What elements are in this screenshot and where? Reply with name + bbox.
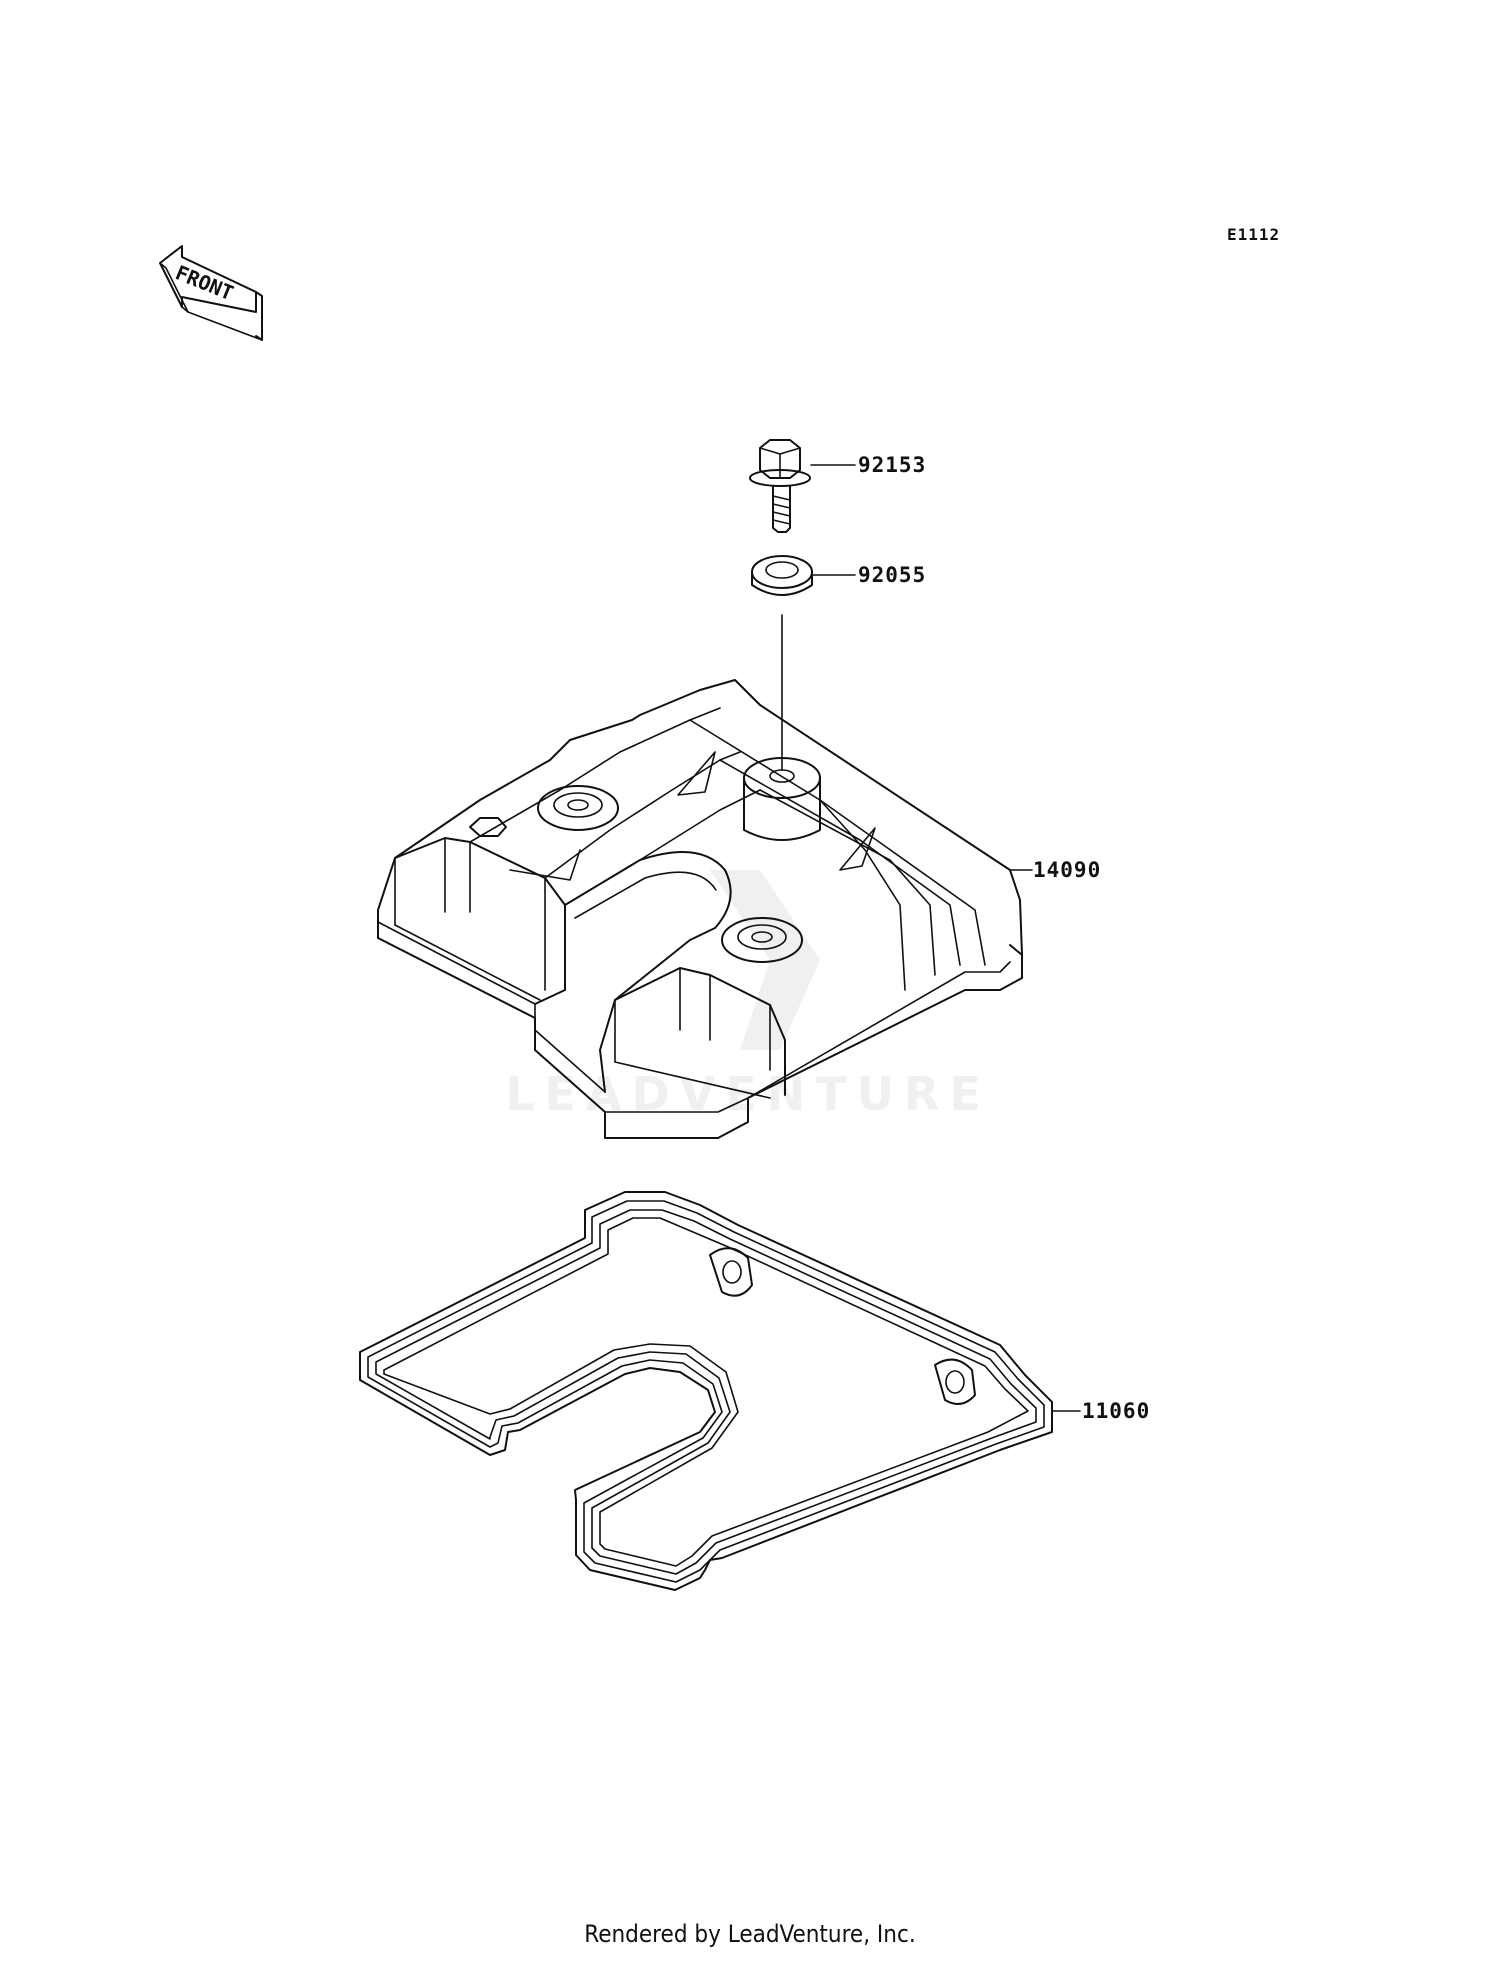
cylinder-head-cover-part [377, 679, 1033, 1139]
washer-part [751, 555, 856, 771]
bolt-part [749, 439, 856, 533]
diagram-code: E1112 [1227, 225, 1280, 244]
part-number-92153: 92153 [858, 453, 926, 477]
part-number-14090: 14090 [1033, 858, 1101, 882]
part-number-92055: 92055 [858, 563, 926, 587]
watermark-logo: LEADVENTURE [505, 870, 981, 1121]
gasket-part [359, 1191, 1081, 1591]
front-arrow-icon: FRONT [159, 245, 263, 341]
footer-credit: Rendered by LeadVenture, Inc. [584, 1920, 916, 1948]
part-number-11060: 11060 [1082, 1399, 1150, 1423]
